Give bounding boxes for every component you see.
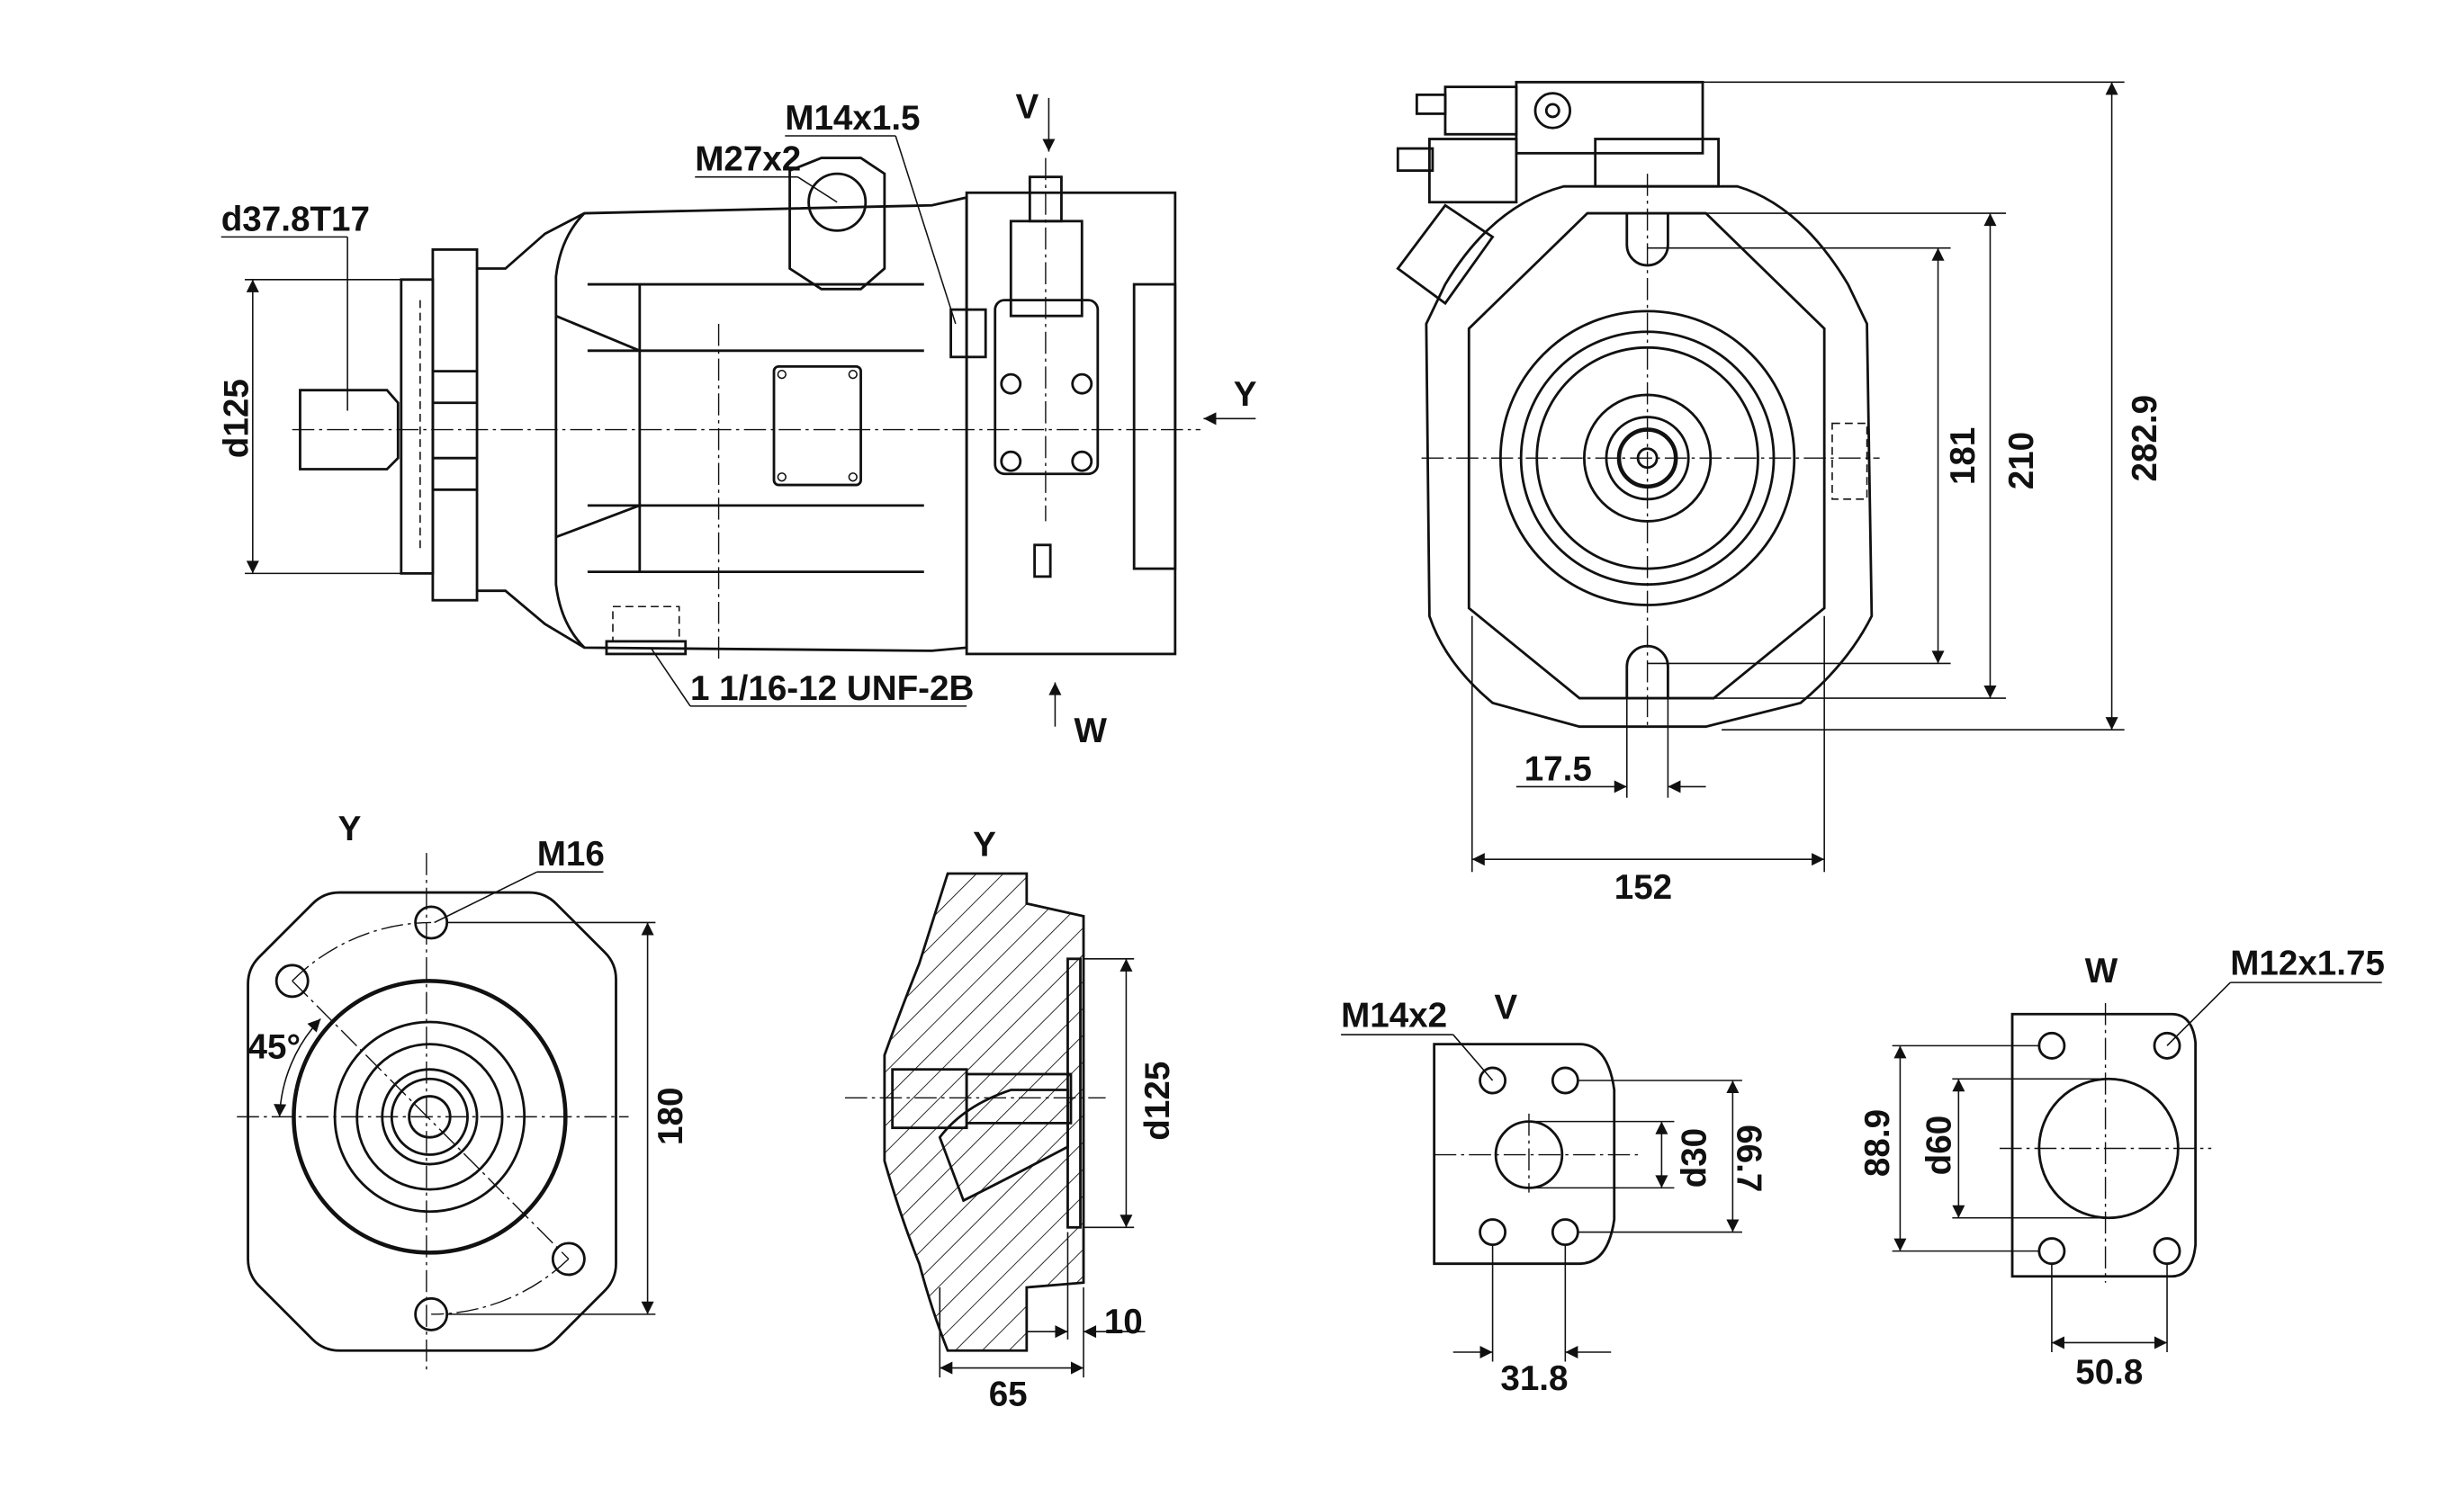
label-port-m14: M14x1.5 <box>785 99 920 138</box>
control-block <box>965 191 1177 656</box>
dim-d125-side: d125 <box>218 379 256 458</box>
port-view-v: V M14x2 d30 66.7 31.8 <box>1341 989 1768 1398</box>
dim-d125-section: d125 <box>1138 1062 1177 1141</box>
side-view: d37.8T17 M27x2 M14x1.5 1 1/16-12 UNF-2B … <box>218 88 1257 751</box>
label-thread-m12x1-75: M12x1.75 <box>2230 944 2385 982</box>
dim-bore-d60: d60 <box>1920 1116 1959 1176</box>
label-drain-port: 1 1/16-12 UNF-2B <box>690 669 974 708</box>
port-w-title: W <box>2085 952 2118 991</box>
port-m27-hex <box>788 157 886 291</box>
dim-bore-d30: d30 <box>1676 1128 1714 1188</box>
view-marker-y: Y <box>1234 375 1257 414</box>
port-v-title: V <box>1494 989 1517 1027</box>
view-marker-v: V <box>1016 88 1039 127</box>
port-v-flange <box>1433 1043 1616 1266</box>
view-marker-w: W <box>1074 712 1107 750</box>
nameplate <box>772 364 862 487</box>
dim-spacing-88-9: 88.9 <box>1858 1109 1897 1177</box>
front-view: 282.9 210 181 152 17.5 <box>1396 80 2164 907</box>
dim-bolt-spacing-180: 180 <box>652 1088 690 1145</box>
section-view-title: Y <box>973 826 996 865</box>
dim-spacing-66-7: 66.7 <box>1730 1125 1768 1192</box>
dim-depth-65: 65 <box>989 1376 1028 1414</box>
mounting-flange <box>431 248 479 602</box>
dim-spacing-50-8: 50.8 <box>2075 1353 2143 1392</box>
flange-view-title: Y <box>338 810 362 848</box>
flange-outline <box>247 891 617 1352</box>
dim-offset-17-5: 17.5 <box>1524 749 1592 788</box>
port-w-flange <box>2010 1012 2198 1278</box>
front-housing-outline <box>1425 184 1874 729</box>
dim-height-282-9: 282.9 <box>2126 395 2164 482</box>
section-view-y: Y d125 65 10 <box>844 826 1177 1414</box>
dim-width-152: 152 <box>1614 868 1672 907</box>
dim-height-181: 181 <box>1944 427 1983 485</box>
label-angle-45: 45° <box>248 1027 301 1066</box>
label-shaft-spline: d37.8T17 <box>221 200 370 238</box>
dim-spacing-31-8: 31.8 <box>1500 1359 1568 1398</box>
pilot-ring <box>400 278 435 575</box>
bolt-hole <box>274 964 310 999</box>
bolt-hole <box>551 1241 586 1277</box>
label-thread-m16: M16 <box>537 835 605 874</box>
section-housing <box>883 872 1085 1352</box>
dim-height-210: 210 <box>2002 432 2041 489</box>
pump-housing <box>477 195 968 652</box>
flange-view-y: Y 45° M16 180 <box>237 810 690 1375</box>
shaft <box>299 389 400 471</box>
label-port-m27: M27x2 <box>695 140 801 179</box>
dim-thickness-10: 10 <box>1104 1303 1143 1341</box>
port-view-w: W M12x1.75 88.9 d60 50.8 <box>1858 944 2385 1392</box>
label-thread-m14x2: M14x2 <box>1341 996 1447 1035</box>
